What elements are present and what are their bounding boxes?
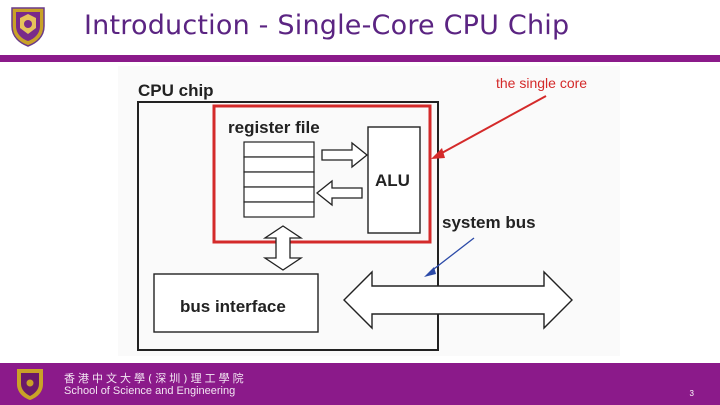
bus-interface-block: [153, 273, 319, 333]
register-row: [243, 186, 315, 203]
school-name-english: School of Science and Engineering: [64, 385, 236, 397]
slide-header: Introduction - Single-Core CPU Chip: [0, 0, 720, 55]
alu-to-register-arrow: [315, 179, 363, 207]
university-crest-icon: [11, 7, 45, 47]
system-bus-arrow: [343, 270, 573, 330]
bus-interface-label: bus interface: [180, 297, 286, 316]
register-to-alu-arrow: [321, 141, 369, 169]
school-name-chinese: 香港中文大學(深圳)理工學院: [64, 372, 247, 385]
system-bus-pointer: [429, 237, 475, 273]
register-file-label: register file: [228, 118, 320, 137]
single-core-annotation: the single core: [496, 75, 587, 91]
slide-footer: 香港中文大學(深圳)理工學院 School of Science and Eng…: [0, 363, 720, 405]
university-crest-icon: [17, 369, 43, 400]
cpu-chip-label: CPU chip: [138, 81, 214, 100]
single-core-highlight: [212, 104, 432, 244]
register-row: [243, 201, 315, 218]
header-divider: [0, 55, 720, 62]
slide-title: Introduction - Single-Core CPU Chip: [84, 10, 570, 41]
system-bus-label: system bus: [442, 213, 536, 232]
single-core-pointer: [439, 95, 547, 155]
single-core-pointer-head: [431, 148, 445, 159]
system-bus-pointer-head: [424, 267, 436, 277]
cpu-chip-diagram: CPU chip register file ALU bus interface…: [118, 66, 620, 356]
register-stack: [243, 141, 315, 218]
page-number: 3: [689, 389, 694, 398]
register-row: [243, 171, 315, 188]
alu-block: [367, 126, 421, 234]
register-row: [243, 141, 315, 158]
alu-label: ALU: [375, 171, 410, 190]
core-bus-interface-arrow: [262, 225, 304, 271]
register-row: [243, 156, 315, 173]
cpu-chip-outline: [137, 101, 439, 351]
